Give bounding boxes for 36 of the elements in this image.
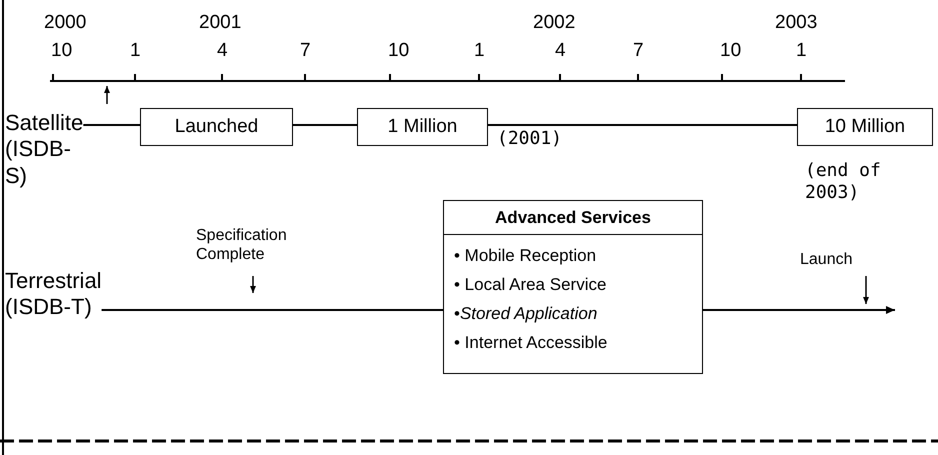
annotation-text: Specification Complete [196, 226, 336, 272]
timeline-line [703, 306, 895, 314]
timeline-line [102, 309, 443, 311]
list-item: • Local Area Service [453, 274, 608, 296]
row-label: Terrestrial (ISDB-T) [5, 268, 102, 321]
timeline-line [488, 124, 797, 126]
milestone-box: 1 Million [357, 108, 488, 146]
month-label: 10 [51, 40, 72, 62]
year-label: 2001 [199, 12, 242, 34]
note-text: (end of 2003) [805, 160, 882, 204]
month-label: 10 [720, 40, 742, 62]
month-label: 1 [796, 40, 807, 62]
year-label: 2003 [775, 12, 818, 34]
list-item: •Stored Application [453, 303, 598, 325]
list-item: • Internet Accessible [453, 332, 608, 354]
month-label: 10 [388, 40, 410, 62]
month-label: 4 [555, 40, 566, 62]
month-label: 1 [130, 40, 141, 62]
note-text: (2001) [497, 128, 564, 150]
year-label: 2002 [533, 12, 576, 34]
milestone-box: Launched [140, 108, 293, 146]
timeline-line [83, 124, 140, 126]
list-item: • Mobile Reception [453, 245, 598, 267]
timeline-line [293, 124, 357, 126]
milestone-box: 10 Million [797, 108, 933, 146]
annotation-text: Launch [800, 250, 866, 272]
year-label: 2000 [44, 12, 86, 34]
services-panel [443, 200, 703, 374]
row-label: Satellite (ISDB-S) [5, 110, 84, 190]
panel-heading: Advanced Services [444, 201, 702, 235]
month-label: 7 [633, 40, 644, 62]
month-label: 7 [300, 40, 311, 62]
leader-arrow [250, 276, 256, 293]
leader-arrow [863, 276, 869, 304]
month-label: 4 [217, 40, 228, 62]
month-label: 1 [474, 40, 485, 62]
